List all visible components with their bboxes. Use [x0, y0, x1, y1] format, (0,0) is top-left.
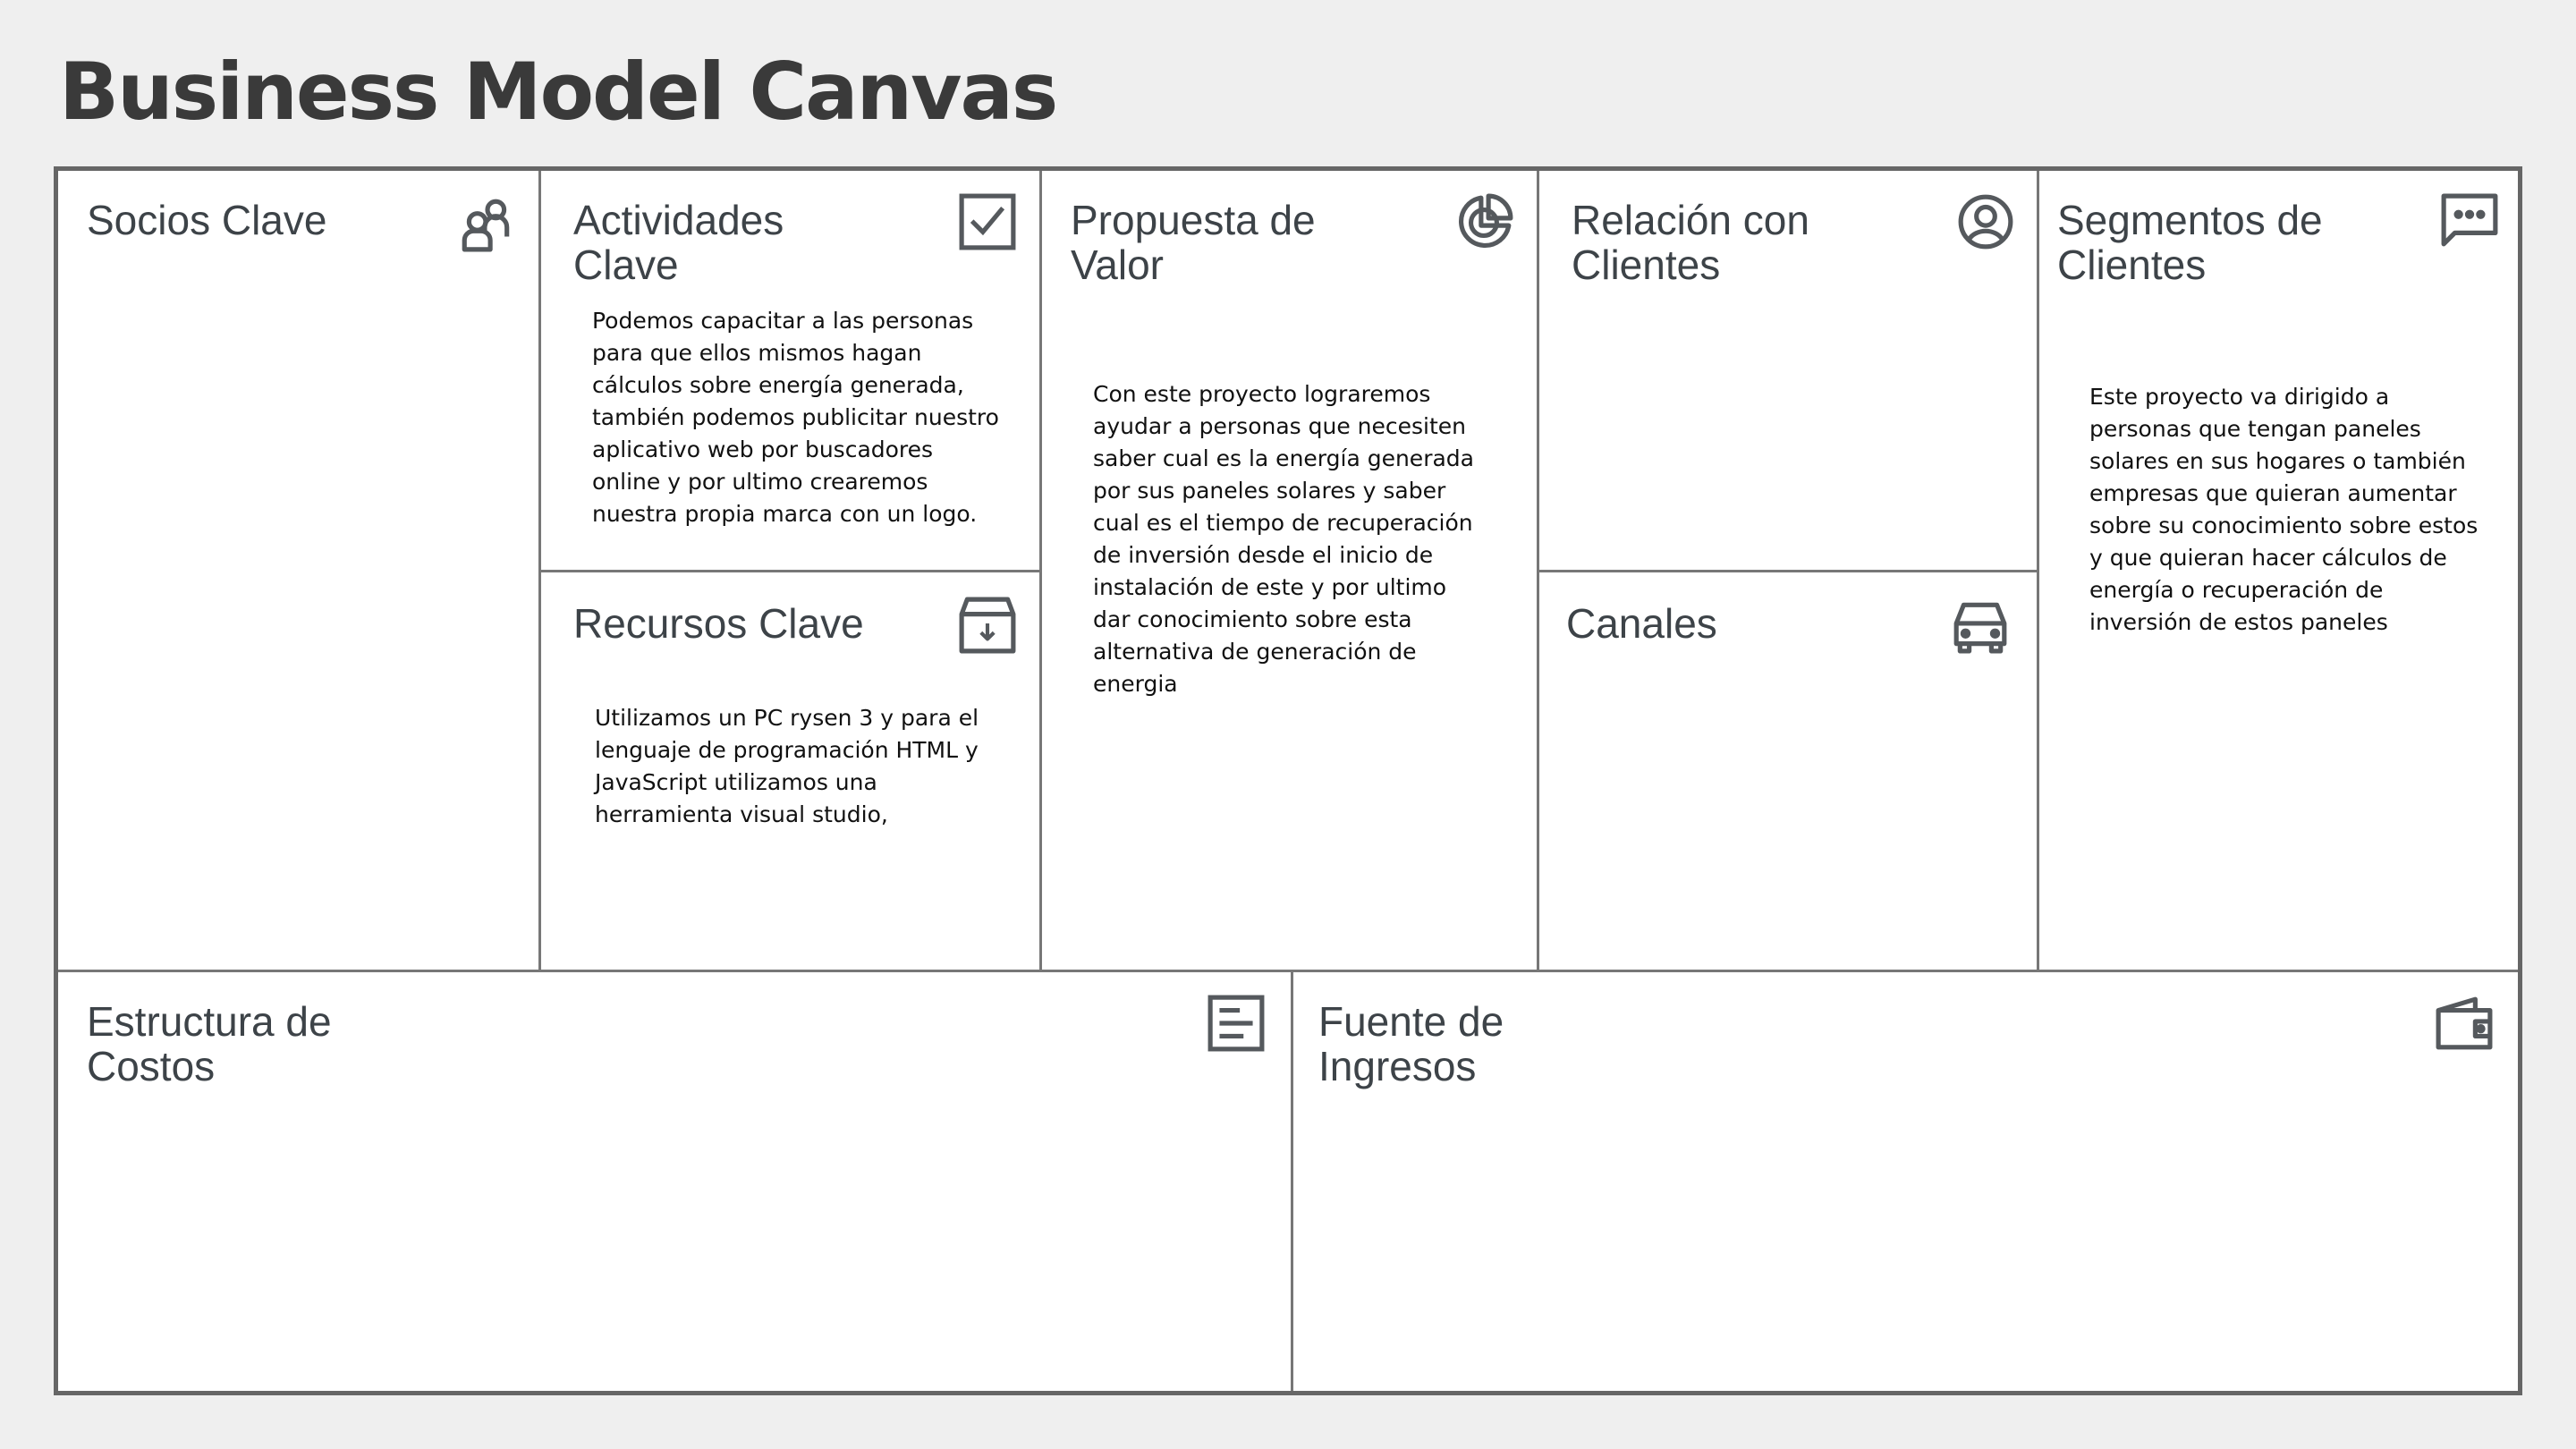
document-lines-icon [1207, 994, 1266, 1053]
block-channels: Canales [1539, 572, 2037, 970]
checkbox-icon [958, 192, 1017, 251]
block-revenue-streams: Fuente de Ingresos [1293, 972, 2518, 1391]
block-text: Con este proyecto lograremos ayudar a pe… [1093, 381, 1474, 697]
pie-chart-icon [1455, 192, 1514, 251]
car-icon [1951, 596, 2010, 655]
block-title: Fuente de Ingresos [1318, 998, 1504, 1089]
block-cost-structure: Estructura de Costos [58, 972, 1291, 1391]
block-title: Canales [1566, 600, 1717, 647]
wallet-icon [2435, 994, 2494, 1053]
block-title: Actividades Clave [573, 197, 784, 288]
divider [538, 171, 541, 971]
divider [540, 570, 1041, 572]
divider [1537, 171, 1539, 971]
archive-box-icon [958, 596, 1017, 655]
block-value-proposition: Propuesta de Valor Con este proyecto log… [1042, 171, 1537, 970]
block-title: Recursos Clave [573, 600, 864, 647]
block-key-resources: Recursos Clave Utilizamos un PC rysen 3 … [541, 572, 1039, 970]
divider [1291, 971, 1293, 1391]
divider [1538, 570, 2038, 572]
business-model-canvas: Socios Clave Actividades Clave Podemos c… [54, 166, 2522, 1395]
partners-icon [457, 194, 516, 253]
chat-bubble-icon [2440, 192, 2499, 251]
block-title: Estructura de Costos [87, 998, 332, 1089]
block-key-activities: Actividades Clave Podemos capacitar a la… [541, 171, 1039, 570]
block-title: Propuesta de Valor [1071, 197, 1316, 288]
user-circle-icon [1956, 192, 2015, 251]
block-key-partners: Socios Clave [58, 171, 538, 970]
block-text: Podemos capacitar a las personas para qu… [592, 308, 999, 527]
block-title: Socios Clave [87, 197, 327, 243]
page-title: Business Model Canvas [59, 46, 1058, 138]
block-customer-segments: Segmentos de Clientes Este proyecto va d… [2039, 171, 2518, 970]
block-text: Utilizamos un PC rysen 3 y para el lengu… [595, 705, 979, 827]
divider [58, 970, 2518, 972]
block-customer-relationships: Relación con Clientes [1539, 171, 2037, 570]
block-text: Este proyecto va dirigido a personas que… [2089, 384, 2479, 635]
block-title: Segmentos de Clientes [2057, 197, 2323, 288]
block-title: Relación con Clientes [1572, 197, 1809, 288]
